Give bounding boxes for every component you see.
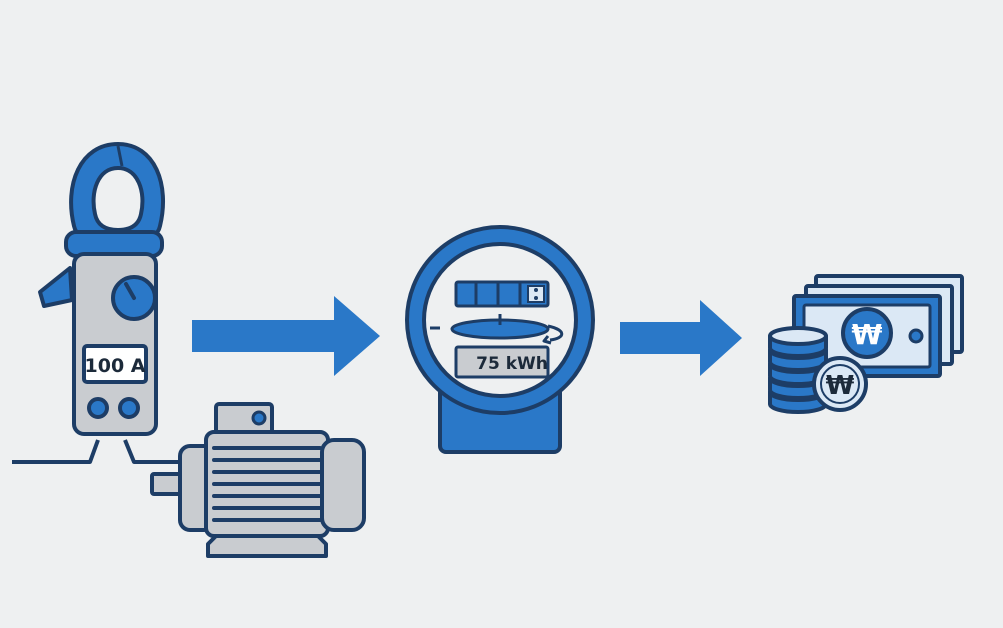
meter-wire xyxy=(12,439,188,464)
probe-jack-right-icon xyxy=(118,397,140,419)
flow-arrow-icon xyxy=(620,300,742,376)
electric-motor xyxy=(150,402,366,558)
energy-display xyxy=(454,345,550,379)
money-stack: ₩ ₩ xyxy=(768,274,964,414)
coin-stack xyxy=(768,326,828,414)
clamp-meter: 100 A xyxy=(12,142,188,464)
energy-meter: 75 kWh xyxy=(405,225,595,454)
flow-arrow-icon xyxy=(192,296,380,376)
energy-reading: 75 kWh xyxy=(476,354,548,374)
coin-currency-symbol: ₩ xyxy=(826,371,855,401)
clamp-trigger xyxy=(38,266,74,308)
clamp-jaw-icon xyxy=(69,142,165,242)
banknote-emblem xyxy=(841,307,893,359)
probe-jack-left-icon xyxy=(87,397,109,419)
motor-rear-cap xyxy=(320,438,366,532)
meter-register xyxy=(454,280,550,308)
clamp-display xyxy=(82,344,148,384)
rotation-arrow-icon xyxy=(547,324,564,342)
banknote-currency-symbol: ₩ xyxy=(852,318,883,351)
motor-fins xyxy=(212,446,322,522)
clamp-reading: 100 A xyxy=(85,355,146,377)
